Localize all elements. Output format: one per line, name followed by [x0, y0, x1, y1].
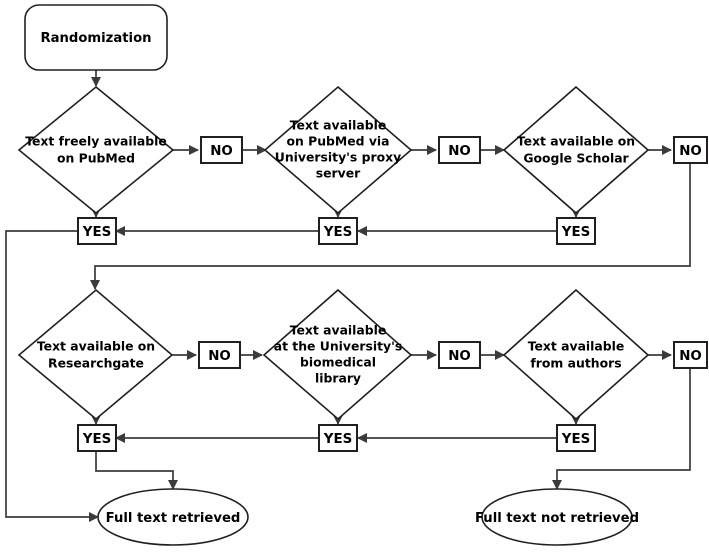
randomization-shape [24, 4, 168, 71]
yes-tag-4-label: YES [82, 432, 112, 447]
biomedical-library-label-line-3: biomedical [300, 355, 376, 370]
yes-tag-1-box [77, 217, 117, 245]
pubmed-proxy-label-line-1: Text available [290, 118, 387, 133]
yes-tag-3-box [556, 217, 596, 245]
connectors [5, 70, 691, 523]
no-tag-6-label: NO [679, 349, 702, 364]
biomedical-library-shape [262, 288, 413, 421]
pubmed-proxy-shape [263, 85, 413, 215]
yes-tag-1-label: YES [82, 225, 112, 240]
no-tag-2-label: NO [448, 144, 471, 159]
yes-tag-5-label: YES [323, 432, 353, 447]
node-decision-biomedical-library[interactable]: Text available at the University's biome… [262, 288, 413, 421]
pubmed-free-shape [17, 85, 175, 215]
connector-no3-to-researchgate [89, 163, 691, 291]
node-decision-google-scholar[interactable]: Text available on Google Scholar [502, 85, 650, 215]
node-terminal-not-retrieved[interactable]: Full text not retrieved [475, 488, 639, 546]
authors-shape [502, 288, 650, 421]
pubmed-free-label-line-2: on PubMed [57, 151, 135, 166]
no-tag-5-box [438, 341, 481, 369]
tag-no-pubmed-free[interactable]: NO [200, 136, 243, 164]
google-scholar-label-line-1: Text available on [517, 134, 635, 149]
tag-no-researchgate[interactable]: NO [198, 341, 241, 369]
connector-no6-to-not-retrieved [551, 369, 691, 491]
node-decision-pubmed-proxy[interactable]: Text available on PubMed via University'… [263, 85, 413, 215]
retrieved-shape [97, 488, 249, 546]
pubmed-proxy-label-line-3: University's proxy [275, 150, 401, 165]
researchgate-label-line-1: Text available on [37, 339, 155, 354]
biomedical-library-label-line-2: at the University's [274, 339, 403, 354]
tag-yes-pubmed-proxy[interactable]: YES [318, 217, 358, 245]
connector-yes1-to-retrieved [5, 230, 100, 523]
no-tag-3-label: NO [679, 144, 702, 159]
no-tag-6-box [673, 341, 708, 369]
randomization-label: Randomization [40, 31, 151, 46]
google-scholar-shape [502, 85, 650, 215]
researchgate-label-line-2: Researchgate [48, 356, 144, 371]
no-tag-1-box [200, 136, 243, 164]
no-tag-4-box [198, 341, 241, 369]
yes-tag-3-label: YES [561, 225, 591, 240]
authors-label-line-1: Text available [528, 339, 625, 354]
researchgate-shape [17, 288, 174, 421]
tag-yes-google-scholar[interactable]: YES [556, 217, 596, 245]
pubmed-proxy-label-line-2: on PubMed via [286, 134, 389, 149]
tag-yes-authors[interactable]: YES [556, 424, 596, 452]
yes-tag-5-box [318, 424, 358, 452]
node-decision-pubmed-free[interactable]: Text freely available on PubMed [17, 85, 175, 215]
node-decision-authors[interactable]: Text available from authors [502, 288, 650, 421]
tag-yes-researchgate[interactable]: YES [77, 424, 117, 452]
google-scholar-label-line-2: Google Scholar [523, 151, 629, 166]
authors-label-line-2: from authors [530, 356, 621, 371]
pubmed-proxy-label-line-4: server [316, 166, 361, 181]
not-retrieved-label: Full text not retrieved [475, 511, 639, 526]
yes-tag-4-box [77, 424, 117, 452]
yes-tag-6-box [556, 424, 596, 452]
tag-no-pubmed-proxy[interactable]: NO [438, 136, 481, 164]
yes-tag-6-label: YES [561, 432, 591, 447]
node-decision-researchgate[interactable]: Text available on Researchgate [17, 288, 174, 421]
node-randomization[interactable]: Randomization [24, 4, 168, 71]
tag-no-authors[interactable]: NO [673, 341, 708, 369]
tag-no-google-scholar[interactable]: NO [673, 136, 708, 164]
pubmed-free-label-line-1: Text freely available [25, 134, 167, 149]
yes-tag-2-label: YES [323, 225, 353, 240]
tag-yes-pubmed-free[interactable]: YES [77, 217, 117, 245]
biomedical-library-label-line-1: Text available [290, 323, 387, 338]
yes-tag-2-box [318, 217, 358, 245]
no-tag-4-label: NO [208, 349, 231, 364]
no-tag-3-box [673, 136, 708, 164]
biomedical-library-label-line-4: library [315, 371, 361, 386]
connector-yes4-to-retrieved [95, 452, 179, 491]
no-tag-5-label: NO [448, 349, 471, 364]
not-retrieved-shape [481, 488, 633, 546]
no-tag-1-label: NO [210, 144, 233, 159]
retrieved-label: Full text retrieved [106, 511, 241, 526]
node-terminal-retrieved[interactable]: Full text retrieved [97, 488, 249, 546]
tag-no-biomedical-library[interactable]: NO [438, 341, 481, 369]
tag-yes-biomedical-library[interactable]: YES [318, 424, 358, 452]
no-tag-2-box [438, 136, 481, 164]
